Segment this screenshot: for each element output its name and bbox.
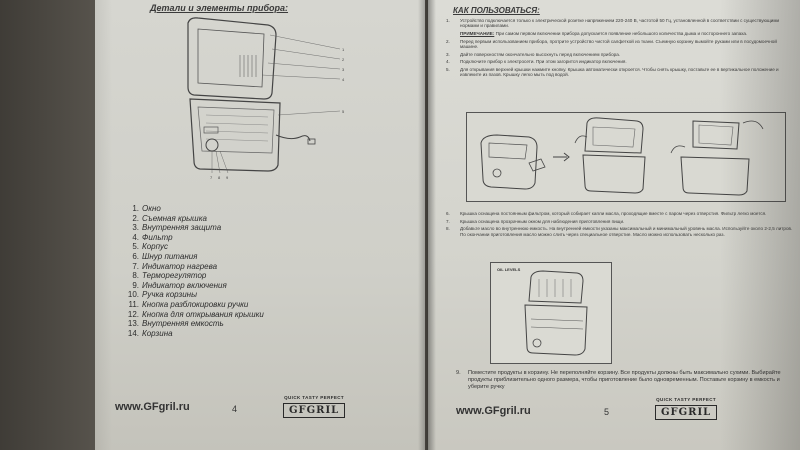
power-cord: [275, 134, 311, 142]
filter-grill: [239, 55, 257, 77]
page-number: 4: [232, 404, 238, 414]
brand-wordmark: GFGRIL: [283, 403, 346, 418]
brand-wordmark: GFGRIL: [655, 405, 718, 420]
callout-lines: [211, 34, 341, 174]
step-4: 4.Подключите прибор к электросети. При э…: [446, 59, 627, 65]
list-item: 14.Корзина: [127, 328, 173, 338]
oil-fig-body: [524, 304, 588, 356]
brand-tagline: QUICK TASTY PERFECT: [656, 397, 717, 402]
min-level-line: [530, 326, 584, 330]
note: ПРИМЕЧАНИЕ: При самом первом включении п…: [460, 30, 748, 36]
callout-8: 8: [218, 175, 221, 180]
brand-logo: QUICK TASTY PERFECT GFGRIL: [283, 395, 346, 418]
step-9: 9.Поместите продукты в корзину. Не переп…: [456, 370, 781, 390]
max-level-line: [530, 318, 584, 322]
usage-heading: КАК ПОЛЬЗОВАТЬСЯ:: [453, 6, 540, 15]
list-item: 4.Фильтр: [132, 232, 173, 242]
footer-url: www.GFgril.ru: [115, 401, 190, 413]
callout-9: 9: [226, 175, 229, 180]
hand-icon: [528, 158, 546, 172]
left-page: Детали и элементы прибора:: [95, 0, 425, 450]
oil-level-illustration: OIL LEVELS: [490, 262, 612, 364]
brand-tagline: QUICK TASTY PERFECT: [284, 395, 345, 400]
parts-heading: Детали и элементы прибора:: [150, 3, 289, 13]
list-item: 12.Кнопка для открывания крышки: [127, 309, 264, 319]
callout-3: 3: [342, 67, 345, 72]
list-item: 3.Внутренняя защита: [132, 223, 222, 233]
callout-5: 5: [342, 109, 345, 114]
step-5: 5.Для открывания верхней крышки нажмите …: [446, 67, 779, 78]
step-6: 6.Крышка оснащена постоянным фильтром, к…: [446, 211, 767, 216]
book-spine: [418, 0, 436, 450]
list-item: 9.Индикатор включения: [132, 280, 227, 290]
inner-container: [197, 106, 275, 154]
step-3: 3.Дайте поверхностям окончательно высохн…: [446, 51, 621, 57]
list-item: 10.Ручка корзины: [127, 290, 197, 300]
callout-4: 4: [342, 77, 345, 82]
fryer-open-body: [582, 154, 646, 194]
hand-icon-2: [742, 120, 764, 130]
callout-1: 1: [342, 47, 345, 52]
thermostat-knob: [205, 138, 219, 152]
list-item: 7.Индикатор нагрева: [132, 261, 218, 271]
page-number: 5: [604, 407, 610, 417]
list-item: 11.Кнопка разблокировки ручки: [128, 299, 249, 309]
footer-url: www.GFgril.ru: [456, 405, 531, 417]
callout-7: 7: [210, 175, 213, 180]
step-7: 7.Крышка оснащена прозрачным окном для н…: [446, 218, 625, 224]
callout-numbers: 1 2 3 4 5 7 8 9: [210, 47, 345, 180]
fryer-exploded-diagram: 1 2 3 4 5 7 8 9: [187, 17, 345, 180]
step-1: 1.Устройство подключается только к элект…: [446, 18, 780, 29]
basket-mesh: [205, 114, 269, 142]
power-plug: [307, 138, 316, 145]
callout-2: 2: [342, 57, 345, 62]
oil-levels-label: OIL LEVELS: [497, 267, 521, 272]
list-item: 8.Терморегулятор: [132, 271, 207, 281]
list-item: 1.Окно: [132, 204, 161, 213]
list-item: 13.Внутренняя емкость: [127, 319, 224, 329]
step-8: 8.Добавьте масло во внутреннюю емкость. …: [446, 226, 793, 237]
brand-logo: QUICK TASTY PERFECT GFGRIL: [655, 397, 718, 420]
oil-fig-lid: [528, 270, 584, 304]
window-outline: [197, 28, 265, 88]
lid-opening-illustration: [466, 112, 786, 202]
list-item: 2.Съемная крышка: [132, 213, 207, 223]
right-page: КАК ПОЛЬЗОВАТЬСЯ: 1.Устройство подключае…: [428, 0, 800, 450]
step-2: 2.Перед первым использованием прибора, п…: [446, 38, 777, 49]
fryer-body-3: [680, 156, 750, 196]
indicator-panel: [203, 126, 219, 134]
parts-list: 1.Окно 2.Съемная крышка 3.Внутренняя защ…: [121, 204, 264, 338]
usage-steps: 1.Устройство подключается только к элект…: [446, 18, 796, 80]
usage-steps-continued: 6.Крышка оснащена постоянным фильтром, к…: [446, 211, 796, 239]
list-item: 6.Шнур питания: [132, 251, 198, 261]
list-item: 5.Корпус: [132, 242, 169, 252]
